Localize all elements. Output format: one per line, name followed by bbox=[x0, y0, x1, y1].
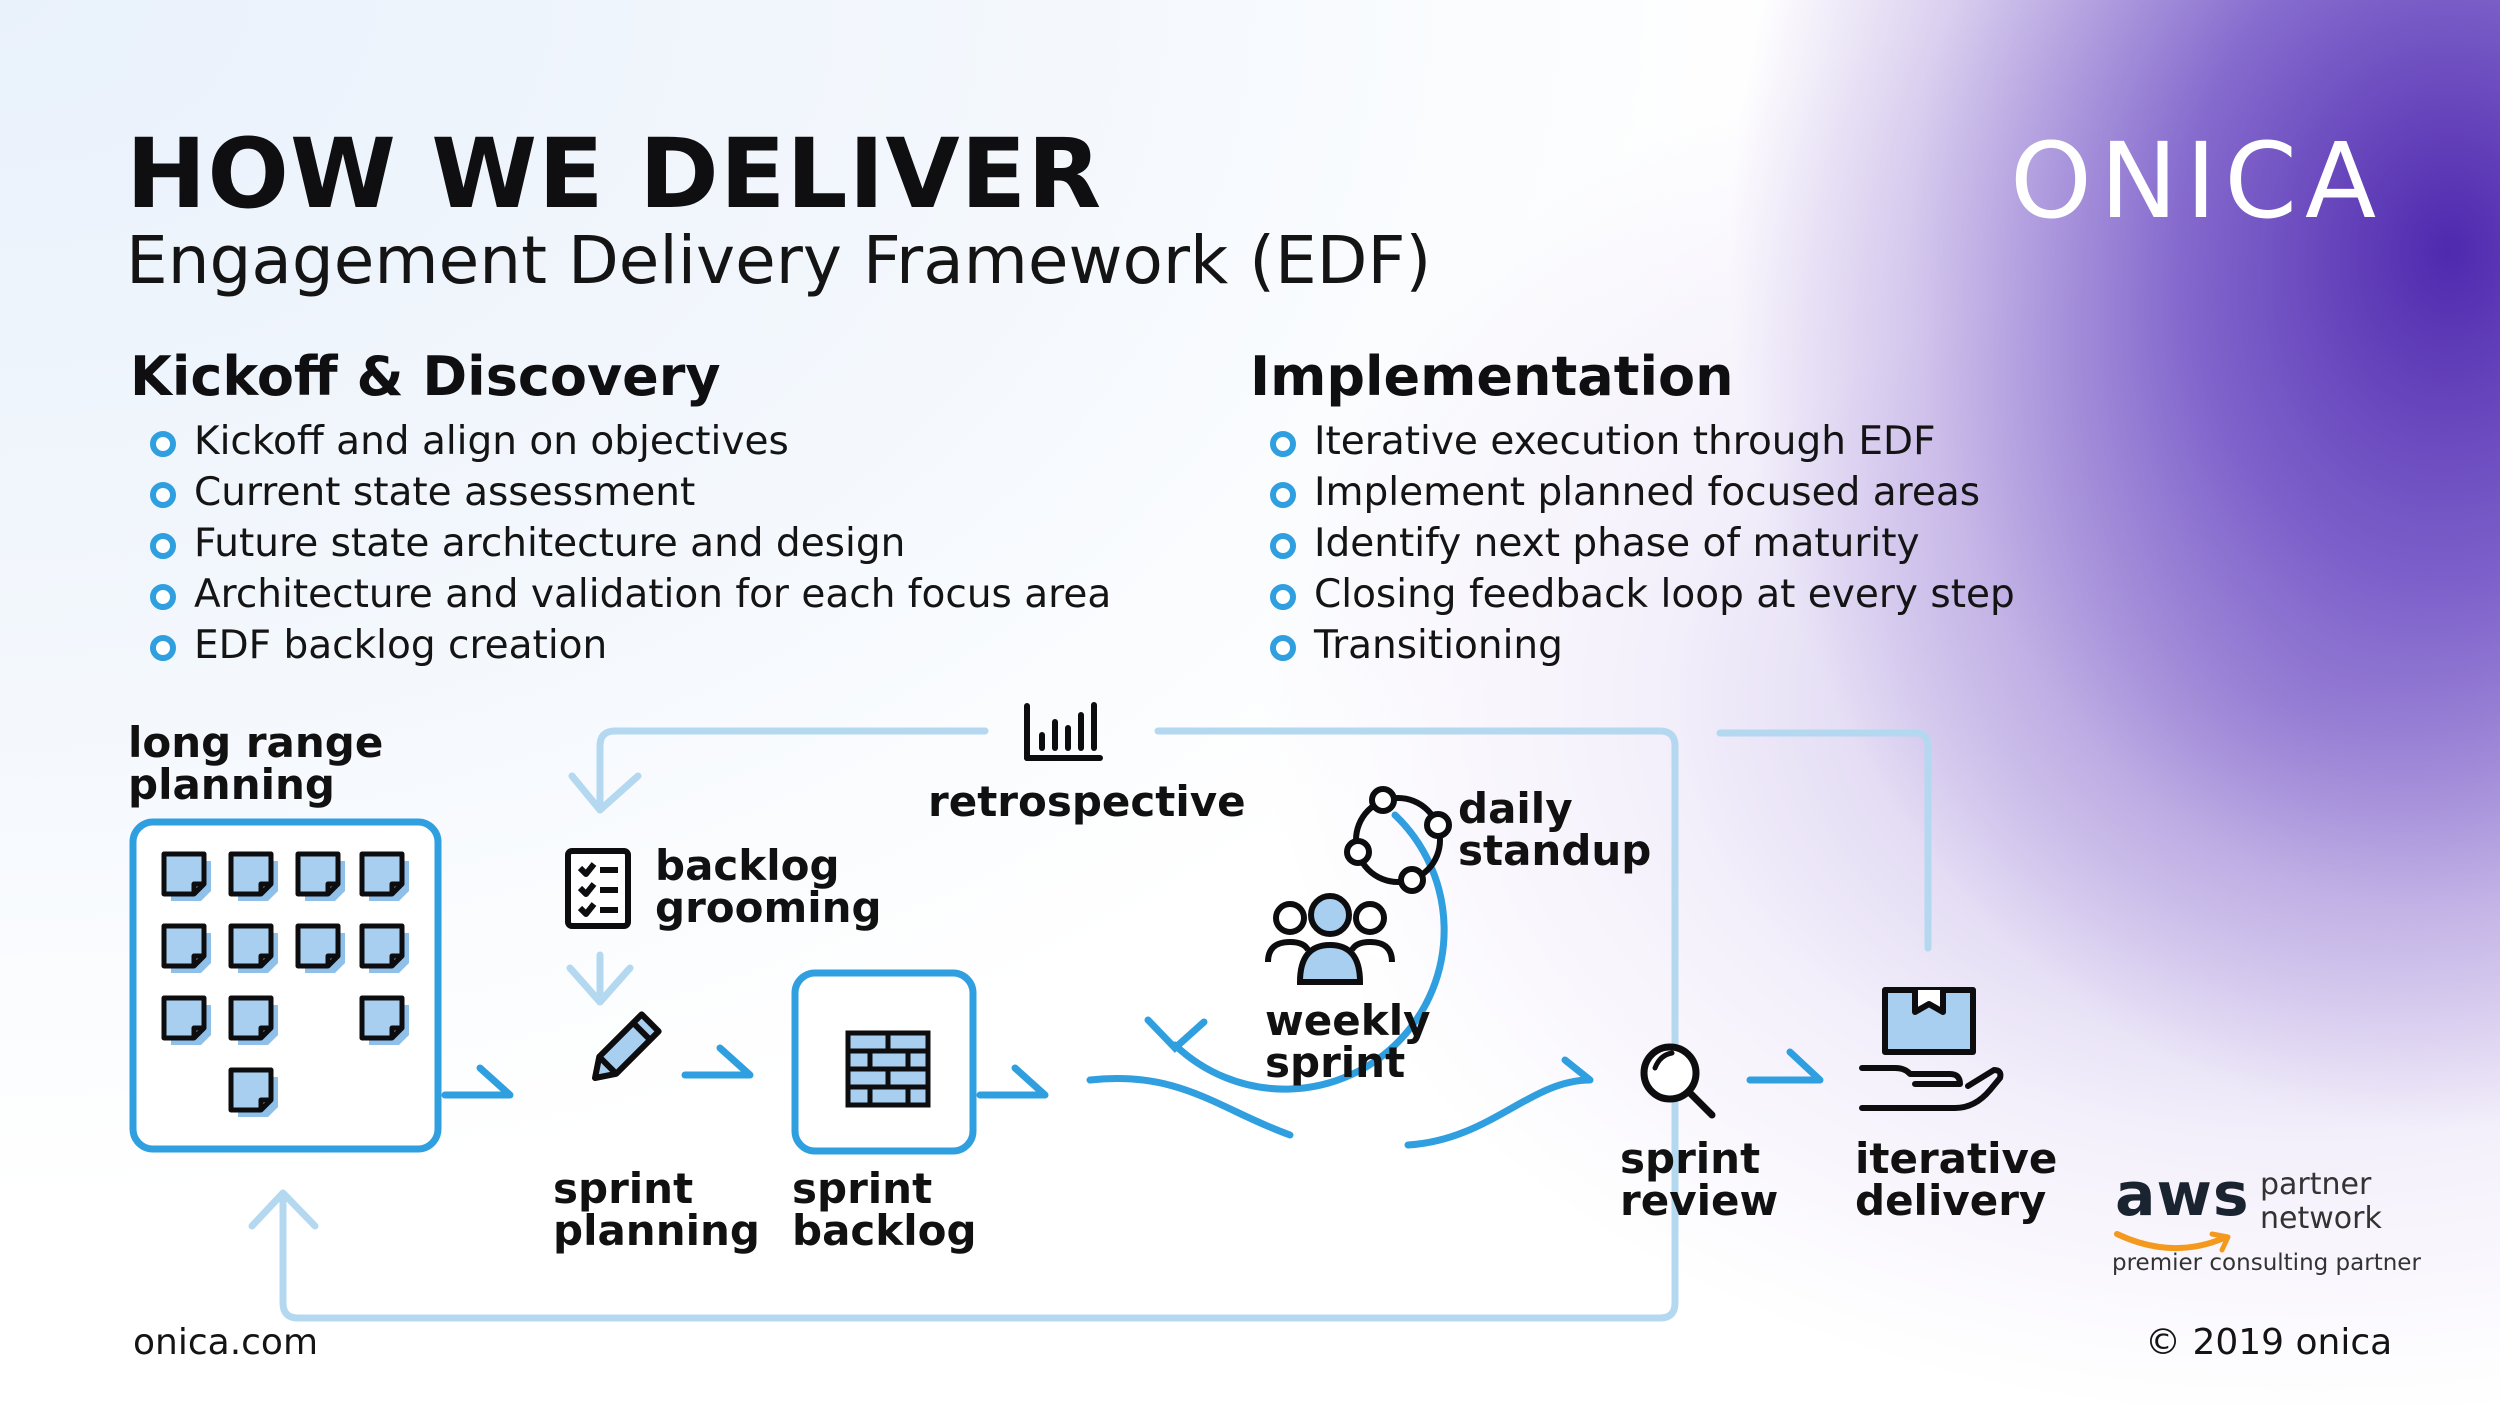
team-people-icon bbox=[1265, 893, 1395, 985]
bullet-icon bbox=[1270, 431, 1296, 457]
bullet-icon bbox=[150, 635, 176, 661]
section-implementation: Implementation Iterative execution throu… bbox=[1250, 345, 2015, 671]
label-retrospective: retrospective bbox=[928, 777, 1246, 826]
list-item: Transitioning bbox=[1250, 620, 2015, 671]
website-link[interactable]: onica.com bbox=[133, 1322, 319, 1363]
planning-board bbox=[129, 818, 442, 1153]
bullet-icon bbox=[1270, 533, 1296, 559]
kickoff-bullet-list: Kickoff and align on objectives Current … bbox=[130, 416, 1111, 671]
circular-nodes-icon bbox=[1344, 786, 1452, 894]
onica-logo: ONICA bbox=[2010, 120, 2385, 242]
magnifier-icon bbox=[1640, 1043, 1716, 1119]
aws-logo: aws bbox=[2115, 1160, 2250, 1230]
section-kickoff-discovery: Kickoff & Discovery Kickoff and align on… bbox=[130, 345, 1111, 671]
partner-tagline: premier consulting partner bbox=[2112, 1250, 2421, 1276]
retrospective-loop bbox=[248, 727, 1932, 1322]
list-item: EDF backlog creation bbox=[130, 620, 1111, 671]
page-subtitle: Engagement Delivery Framework (EDF) bbox=[126, 222, 1432, 299]
bullet-icon bbox=[150, 431, 176, 457]
list-item: Architecture and validation for each foc… bbox=[130, 569, 1111, 620]
bullet-icon bbox=[1270, 584, 1296, 610]
list-item: Kickoff and align on objectives bbox=[130, 416, 1111, 467]
list-item: Future state architecture and design bbox=[130, 518, 1111, 569]
section-heading: Implementation bbox=[1250, 345, 1734, 408]
implementation-bullet-list: Iterative execution through EDF Implemen… bbox=[1250, 416, 2015, 671]
page-title: HOW WE DELIVER bbox=[126, 118, 1103, 230]
bricks-stack-icon bbox=[845, 1030, 931, 1108]
bar-chart-icon bbox=[1024, 702, 1103, 761]
list-item: Identify next phase of maturity bbox=[1250, 518, 2015, 569]
aws-smile-icon bbox=[2114, 1231, 2231, 1253]
bullet-icon bbox=[1270, 635, 1296, 661]
bullet-icon bbox=[1270, 482, 1296, 508]
list-item: Closing feedback loop at every step bbox=[1250, 569, 2015, 620]
weekly-sprint-cycle bbox=[1144, 811, 1448, 1093]
bullet-icon bbox=[150, 584, 176, 610]
checklist-icon bbox=[565, 848, 631, 929]
bullet-icon bbox=[150, 482, 176, 508]
list-item: Iterative execution through EDF bbox=[1250, 416, 2015, 467]
flow-arrows bbox=[441, 1044, 1824, 1149]
bullet-icon bbox=[150, 533, 176, 559]
list-item: Current state assessment bbox=[130, 467, 1111, 518]
copyright: © 2019 onica bbox=[2145, 1322, 2393, 1363]
list-item: Implement planned focused areas bbox=[1250, 467, 2015, 518]
pencil-icon bbox=[592, 1011, 662, 1081]
section-heading: Kickoff & Discovery bbox=[130, 345, 721, 408]
hand-with-box-icon bbox=[1859, 987, 2004, 1111]
